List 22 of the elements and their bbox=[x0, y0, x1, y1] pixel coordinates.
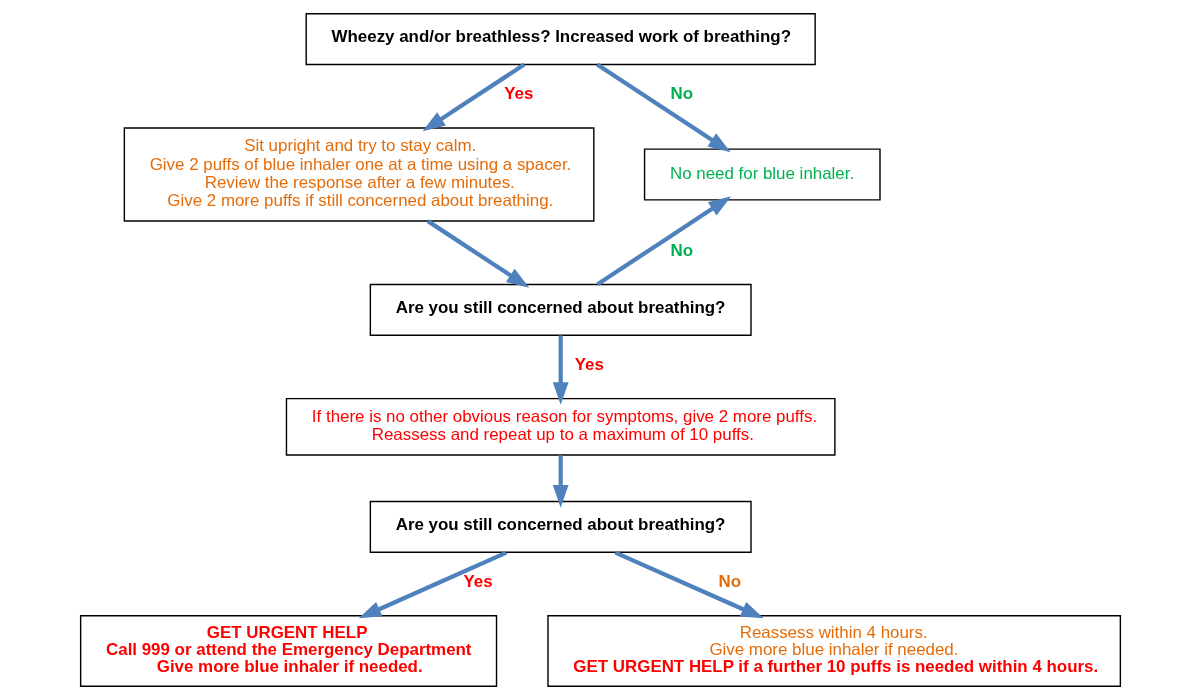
node-box: Sit upright and try to stay calm. Give 2 puffs of blue inhaler one at a time using a spacer. Review the response after a few minutes. Give 2 more puffs if still concerned about breathing. bbox=[123, 127, 594, 222]
edge-label: No bbox=[718, 571, 741, 591]
edge-label: No bbox=[670, 240, 693, 260]
arrow bbox=[552, 335, 569, 405]
node-box: If there is no other obvious reason for symptoms, give 2 more puffs. Reassess and repeat up to a maximum of 10 puffs. bbox=[285, 397, 836, 456]
node-box: GET URGENT HELP Call 999 or attend the Emergency Department Give more blue inhaler if needed. bbox=[79, 615, 497, 687]
arrow bbox=[358, 550, 507, 619]
node-box: No need for blue inhaler. bbox=[643, 148, 881, 201]
edge-label: Yes bbox=[503, 84, 533, 104]
arrow bbox=[426, 219, 529, 288]
node-box: Are you still concerned about breathing? bbox=[369, 283, 752, 336]
edge-label: Yes bbox=[574, 354, 604, 374]
edge-label: Yes bbox=[462, 571, 493, 591]
node-box: Are you still concerned about breathing? bbox=[369, 500, 752, 553]
arrow bbox=[422, 62, 525, 132]
arrow bbox=[595, 196, 731, 286]
arrow bbox=[552, 455, 569, 508]
node-box: Wheezy and/or breathless? Increased work of breathing? bbox=[305, 13, 816, 66]
arrow bbox=[614, 550, 764, 619]
node-box: Reassess within 4 hours. Give more blue inhaler if needed. GET URGENT HELP if a further 10 puffs is needed within 4 hours. bbox=[546, 615, 1121, 687]
arrow bbox=[595, 62, 731, 153]
edge-label: No bbox=[670, 84, 693, 104]
